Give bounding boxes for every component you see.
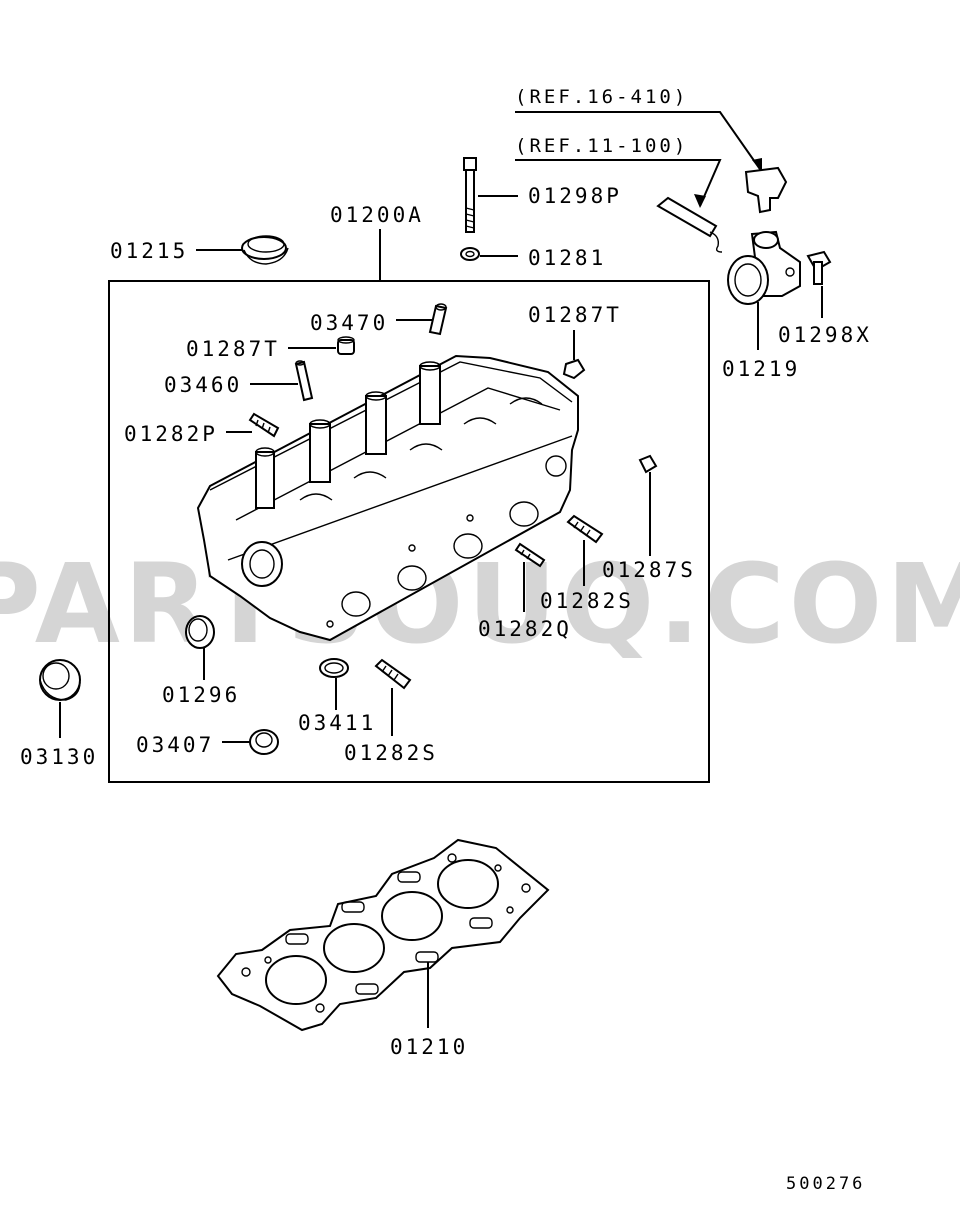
label-03470[interactable]: 03470 [310,311,388,335]
label-03407[interactable]: 03407 [136,733,214,757]
label-01219[interactable]: 01219 [722,357,800,381]
watermark-text: PARTSOUQ.COM [0,540,960,668]
ref-11-100[interactable]: (REF.11-100) [515,135,688,157]
sensor-part [744,166,788,214]
part-03407-seal [249,729,279,755]
label-01296[interactable]: 01296 [162,683,240,707]
label-01282Q[interactable]: 01282Q [478,617,572,641]
part-01298P-bolt [463,157,477,233]
label-01287T-right[interactable]: 01287T [528,303,622,327]
ref-11-100-leader [515,159,722,207]
label-01298P[interactable]: 01298P [528,184,622,208]
label-03130[interactable]: 03130 [20,745,98,769]
ref-16-410-arrowhead [752,158,762,172]
ref-16-410-leader [515,111,763,173]
part-03411-ring [319,658,349,678]
cylinder-head-body [196,354,579,642]
label-01287T-left[interactable]: 01287T [186,337,280,361]
part-01282S-stud-upper [566,514,604,544]
ref-16-410[interactable]: (REF.16-410) [515,86,688,108]
label-01287S[interactable]: 01287S [602,558,696,582]
label-03460[interactable]: 03460 [164,373,242,397]
part-01281-washer [460,247,480,261]
part-01282S-stud-lower [374,658,412,690]
part-03130-oil-seal [39,659,81,701]
part-01296-ring [185,615,215,649]
label-01210[interactable]: 01210 [390,1035,468,1059]
part-03460-pin [294,360,314,402]
part-01287T-plug-left [337,336,355,355]
label-01298X[interactable]: 01298X [778,323,872,347]
ref-11-100-arrowhead [694,194,706,208]
part-01287S-plug [638,454,658,474]
label-01215[interactable]: 01215 [110,239,188,263]
label-01281[interactable]: 01281 [528,246,606,270]
part-01287T-plug-right [562,358,586,380]
label-01282S-upper[interactable]: 01282S [540,589,634,613]
label-01282S-lower[interactable]: 01282S [344,741,438,765]
part-01215-seal [241,235,289,265]
part-01298X-bolt [806,250,832,285]
assembly-frame [108,280,710,783]
part-01219-water-outlet [727,230,801,305]
label-03411[interactable]: 03411 [298,711,376,735]
part-01282Q-stud [514,542,546,568]
diagram-id: 500276 [786,1174,865,1194]
part-03470-dowel [428,303,448,336]
label-01282P[interactable]: 01282P [124,422,218,446]
part-01210-head-gasket [216,838,550,1032]
part-01282P-stud [248,412,280,438]
label-01200A[interactable]: 01200A [330,203,424,227]
sealant-tube-part [656,196,723,253]
